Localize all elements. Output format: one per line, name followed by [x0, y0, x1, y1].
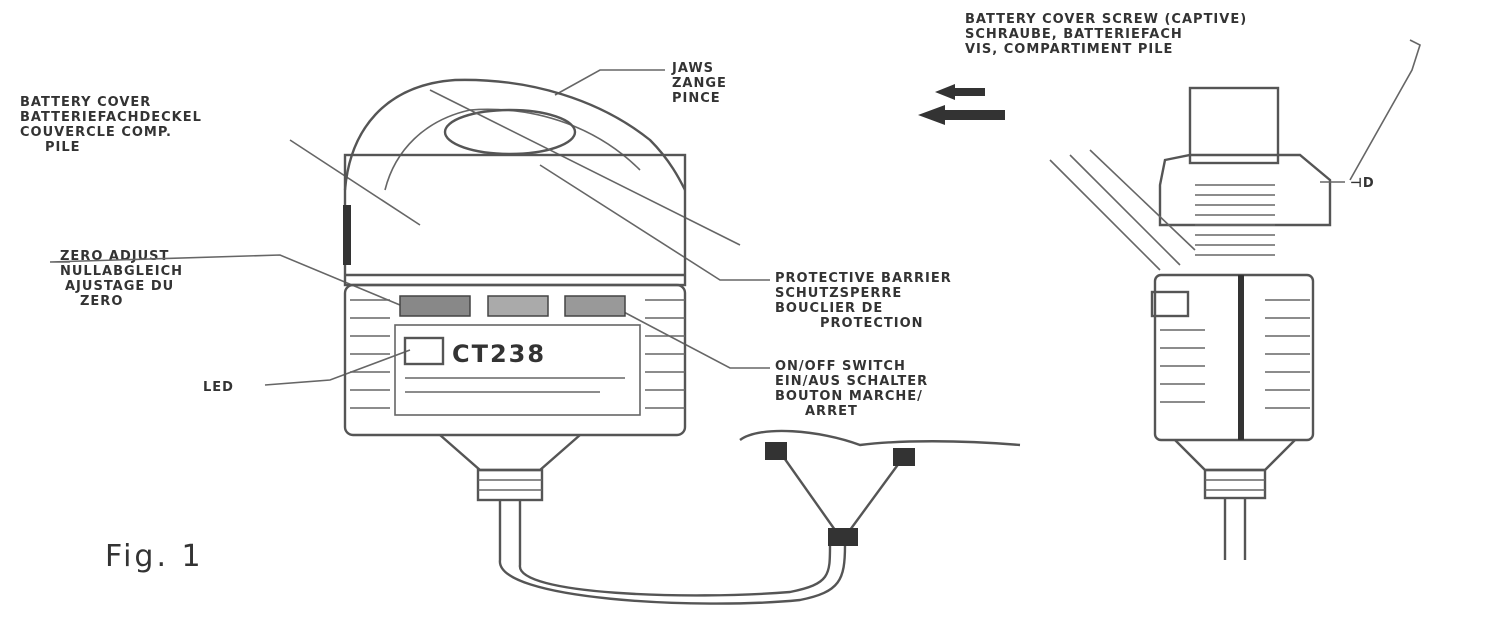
lead-right	[849, 454, 906, 531]
label-line: BOUTON MARCHE/	[775, 389, 923, 404]
side-strain-relief	[1203, 468, 1267, 500]
leader-led	[264, 349, 411, 386]
lead-top	[739, 429, 1021, 447]
label-line: PINCE	[672, 91, 721, 106]
label-jaws: JAWS ZANGE PINCE	[671, 61, 727, 106]
screw-mark: ⊣D	[1350, 176, 1375, 191]
label-line: VIS, COMPARTIMENT PILE	[965, 42, 1173, 57]
jaw-inner	[384, 108, 641, 191]
side-ribs	[1195, 184, 1275, 256]
jaw-open-line	[1069, 154, 1181, 266]
label-line: ZERO	[80, 294, 123, 309]
on-off-switch	[564, 295, 626, 317]
jaw-side	[1188, 86, 1280, 165]
jaw-open-line	[1049, 159, 1161, 271]
meter-body	[343, 283, 687, 437]
battery-cover-panel	[343, 153, 687, 287]
label-line: COUVERCLE COMP.	[20, 125, 172, 140]
label-line: JAWS	[671, 61, 714, 76]
leader-barrier	[539, 164, 770, 281]
label-line: ARRET	[805, 404, 858, 419]
side-neck	[1174, 439, 1296, 472]
label-line: NULLABGLEICH	[60, 264, 183, 279]
upper-housing	[1158, 153, 1332, 227]
ribs-right	[645, 299, 685, 409]
label-led: LED	[203, 380, 234, 395]
leader-switch	[619, 309, 770, 369]
label-line: AJUSTAGE DU	[65, 279, 174, 294]
label-battery-cover-screw: BATTERY COVER SCREW (CAPTIVE) SCHRAUBE, …	[965, 12, 1247, 57]
leader-zero-adjust	[49, 254, 401, 306]
neck-taper	[439, 434, 581, 472]
probe-tip-right	[893, 448, 915, 466]
label-line: BOUCLIER DE	[775, 301, 883, 316]
ribs-left	[350, 299, 390, 409]
label-line: SCHUTZSPERRE	[775, 286, 902, 301]
cable	[498, 500, 847, 605]
lower-housing	[1153, 273, 1315, 442]
arrow-upper	[935, 84, 985, 100]
label-line: PROTECTIVE BARRIER	[775, 271, 952, 286]
label-line: BATTERY COVER	[20, 95, 151, 110]
junction	[828, 528, 858, 546]
strain-relief	[476, 468, 544, 502]
lower-ribs-left	[1160, 329, 1205, 403]
arrow-lower	[918, 105, 1005, 125]
label-plate	[394, 324, 641, 416]
direction-arrows	[918, 84, 1005, 125]
label-line: SCHRAUBE, BATTERIEFACH	[965, 27, 1183, 42]
lower-ribs-right	[1265, 299, 1310, 409]
jaw-open-line	[1089, 149, 1196, 251]
leader-jaws	[554, 69, 665, 96]
center-seam	[1238, 275, 1244, 440]
jaw-outer	[343, 78, 687, 191]
label-line: PILE	[45, 140, 81, 155]
label-battery-cover: BATTERY COVER BATTERIEFACHDECKEL COUVERC…	[20, 95, 202, 155]
meter-side-view: ⊣D	[1049, 86, 1375, 560]
label-line: PROTECTION	[820, 316, 924, 331]
logo-box	[403, 336, 445, 366]
label-line: EIN/AUS SCHALTER	[775, 374, 928, 389]
figure-caption: Fig. 1	[105, 539, 204, 574]
jaw-ridge	[429, 89, 741, 246]
label-line: ON/OFF SWITCH	[775, 359, 906, 374]
test-lead	[739, 429, 1021, 546]
cable-inner	[518, 500, 832, 597]
jaw-opening	[443, 108, 577, 156]
leader-screw	[1349, 39, 1421, 181]
label-line: BATTERIEFACHDECKEL	[20, 110, 202, 125]
label-on-off-switch: ON/OFF SWITCH EIN/AUS SCHALTER BOUTON MA…	[775, 359, 928, 419]
label-line: ZANGE	[672, 76, 727, 91]
leader-lines	[49, 39, 1421, 386]
zero-adjust-knob	[399, 295, 471, 317]
label-line: BATTERY COVER SCREW (CAPTIVE)	[965, 12, 1247, 27]
probe-tip-left	[765, 442, 787, 460]
side-accent	[343, 205, 351, 265]
meter-front-view: CT238	[343, 78, 847, 605]
label-protective-barrier: PROTECTIVE BARRIER SCHUTZSPERRE BOUCLIER…	[775, 271, 952, 331]
model-label: CT238	[452, 340, 546, 368]
switch-side	[1150, 290, 1190, 318]
leader-battery-cover	[289, 139, 421, 226]
control-block	[487, 295, 549, 317]
